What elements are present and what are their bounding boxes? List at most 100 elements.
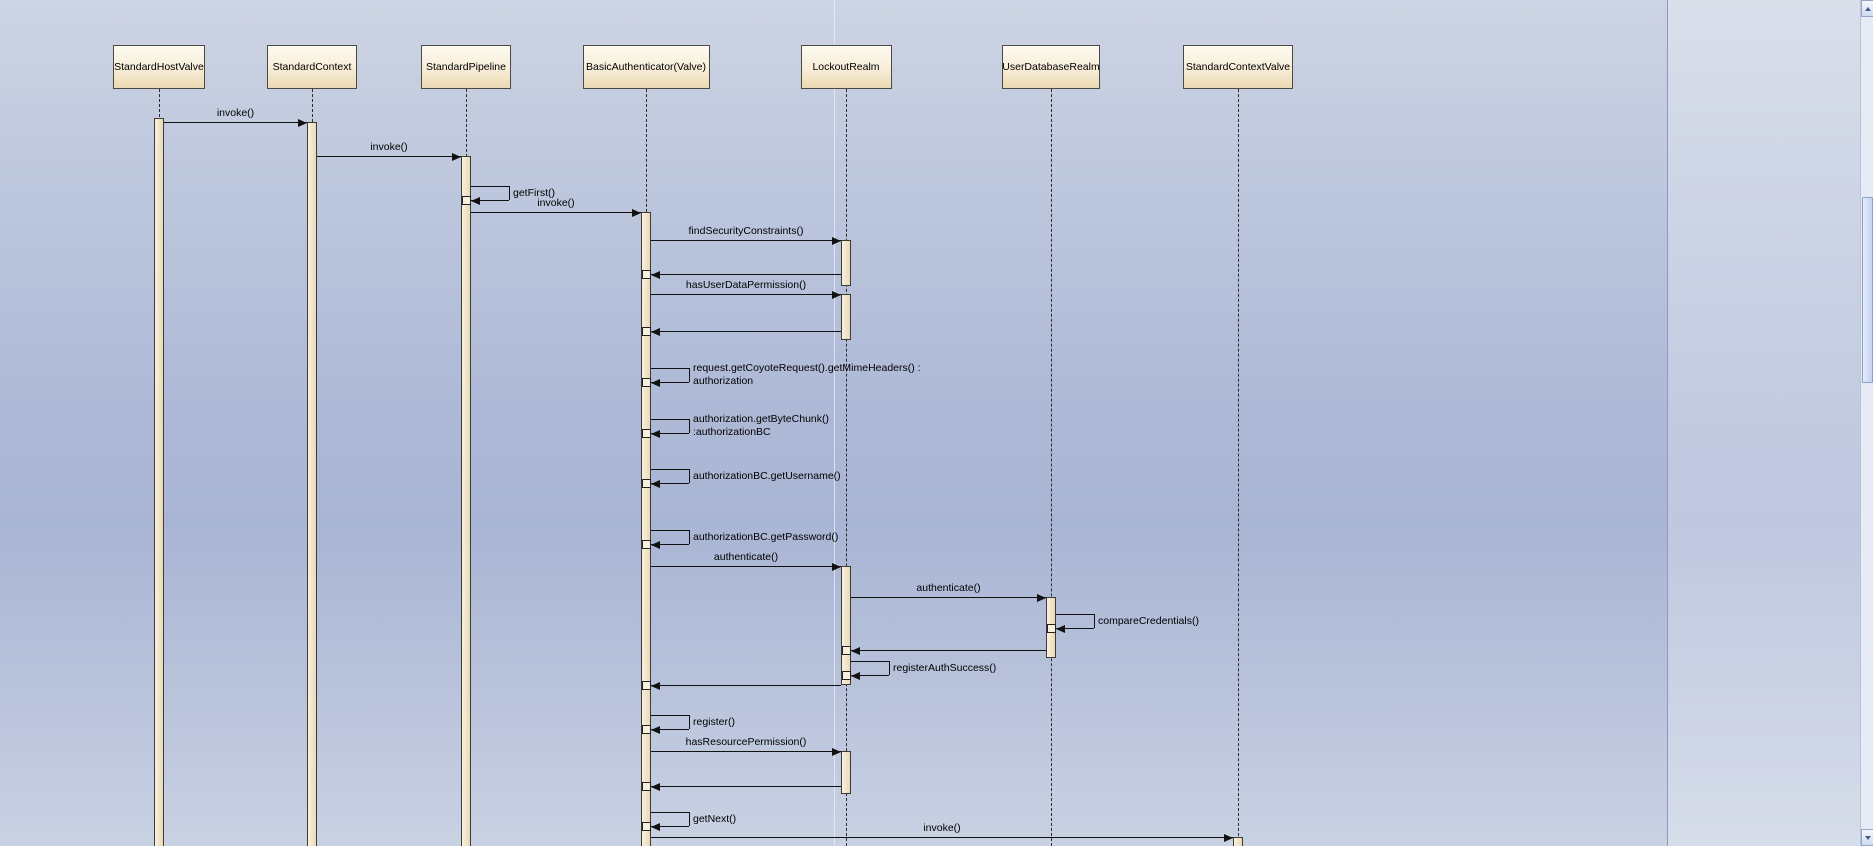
return-message-line[interactable] <box>651 274 841 275</box>
self-call-top-line[interactable] <box>471 186 509 187</box>
call-arrowhead-icon <box>298 118 307 127</box>
call-message-label[interactable]: authenticate() <box>713 551 779 563</box>
call-message-line[interactable] <box>164 122 307 123</box>
scroll-down-button[interactable] <box>1861 829 1873 846</box>
activation-bar[interactable] <box>841 751 851 794</box>
self-call-vertical-line <box>1094 614 1095 628</box>
call-message-line[interactable] <box>851 597 1046 598</box>
activation-bar[interactable] <box>1233 837 1243 846</box>
return-message-line[interactable] <box>651 685 841 686</box>
self-call-vertical-line <box>509 186 510 200</box>
lifeline-standard-context-valve[interactable] <box>1238 89 1239 846</box>
return-message-line[interactable] <box>651 786 841 787</box>
self-call-top-line[interactable] <box>651 715 689 716</box>
call-arrowhead-icon <box>632 208 641 217</box>
lifeline-head-basic-authenticator[interactable]: BasicAuthenticator(Valve) <box>582 45 710 89</box>
call-message-line[interactable] <box>651 294 841 295</box>
activation-bar[interactable] <box>307 122 317 846</box>
self-call-label[interactable]: getNext() <box>693 812 737 825</box>
self-call-label[interactable]: authorization.getByteChunk():authorizati… <box>693 413 829 438</box>
lifeline-head-user-database-realm[interactable]: UserDatabaseRealm <box>1002 45 1100 89</box>
call-message-label[interactable]: findSecurityConstraints() <box>688 225 804 237</box>
self-call-marker <box>641 377 651 387</box>
call-message-label[interactable]: hasResourcePermission() <box>685 736 807 748</box>
call-arrowhead-icon <box>1224 833 1233 842</box>
self-call-top-line[interactable] <box>651 530 689 531</box>
self-call-top-line[interactable] <box>851 661 889 662</box>
self-call-return-line <box>651 544 689 545</box>
return-marker <box>641 781 651 791</box>
activation-bar[interactable] <box>841 294 851 340</box>
self-call-return-line <box>651 433 689 434</box>
call-message-label[interactable]: hasUserDataPermission() <box>685 279 807 291</box>
call-message-line[interactable] <box>651 240 841 241</box>
lifeline-head-standard-context[interactable]: StandardContext <box>267 45 357 89</box>
self-call-label[interactable]: authorizationBC.getUsername() <box>693 469 841 482</box>
self-call-marker <box>1046 623 1056 633</box>
self-call-label[interactable]: compareCredentials() <box>1098 614 1199 627</box>
call-message-label[interactable]: invoke() <box>537 197 575 209</box>
lifeline-head-standard-context-valve[interactable]: StandardContextValve <box>1183 45 1293 89</box>
call-arrowhead-icon <box>452 152 461 161</box>
return-message-line[interactable] <box>651 331 841 332</box>
call-message-line[interactable] <box>651 837 1233 838</box>
call-message-line[interactable] <box>317 156 461 157</box>
self-call-arrowhead-icon <box>851 671 860 680</box>
lifeline-head-standard-host-valve[interactable]: StandardHostValve <box>113 45 205 89</box>
return-arrowhead-icon <box>651 270 660 279</box>
lifeline-lockout-realm[interactable] <box>846 89 847 846</box>
scroll-down-arrow-icon <box>1864 835 1871 840</box>
self-call-vertical-line <box>689 368 690 382</box>
self-call-label[interactable]: request.getCoyoteRequest().getMimeHeader… <box>693 362 921 387</box>
self-call-return-line <box>651 483 689 484</box>
page-boundary-line <box>1667 0 1668 846</box>
return-arrowhead-icon <box>851 646 860 655</box>
activation-bar[interactable] <box>461 156 471 846</box>
scrollbar-thumb[interactable] <box>1862 197 1873 383</box>
self-call-top-line[interactable] <box>651 469 689 470</box>
self-call-arrowhead-icon <box>651 479 660 488</box>
self-call-top-line[interactable] <box>1056 614 1094 615</box>
self-call-vertical-line <box>689 715 690 729</box>
call-message-label[interactable]: authenticate() <box>916 582 981 594</box>
return-marker <box>641 326 651 336</box>
call-message-line[interactable] <box>651 751 841 752</box>
call-arrowhead-icon <box>832 747 841 756</box>
self-call-vertical-line <box>689 419 690 433</box>
call-message-line[interactable] <box>471 212 641 213</box>
self-call-arrowhead-icon <box>651 429 660 438</box>
page-margin-area <box>1668 0 1860 846</box>
lifeline-user-database-realm[interactable] <box>1051 89 1052 846</box>
lifeline-head-standard-pipeline[interactable]: StandardPipeline <box>421 45 511 89</box>
self-call-marker <box>641 478 651 488</box>
call-message-line[interactable] <box>651 566 841 567</box>
self-call-arrowhead-icon <box>471 196 480 205</box>
self-call-top-line[interactable] <box>651 812 689 813</box>
self-call-top-line[interactable] <box>651 419 689 420</box>
self-call-arrowhead-icon <box>651 378 660 387</box>
self-call-top-line[interactable] <box>651 368 689 369</box>
self-call-vertical-line <box>689 530 690 544</box>
activation-bar[interactable] <box>841 566 851 685</box>
call-arrowhead-icon <box>1037 593 1046 602</box>
call-message-label[interactable]: invoke() <box>370 141 408 153</box>
lifeline-head-lockout-realm[interactable]: LockoutRealm <box>800 45 892 89</box>
self-call-label[interactable]: authorizationBC.getPassword() <box>693 530 839 543</box>
vertical-scrollbar[interactable] <box>1860 0 1873 846</box>
self-call-arrowhead-icon <box>651 725 660 734</box>
call-message-label[interactable]: invoke() <box>923 822 961 834</box>
self-call-label[interactable]: getFirst() <box>513 186 555 199</box>
activation-bar[interactable] <box>154 118 164 846</box>
self-call-arrowhead-icon <box>651 822 660 831</box>
self-call-label[interactable]: registerAuthSuccess() <box>893 661 997 674</box>
self-call-marker <box>641 539 651 549</box>
self-call-label[interactable]: register() <box>693 715 736 728</box>
activation-bar[interactable] <box>841 240 851 286</box>
scroll-up-arrow-icon <box>1864 6 1871 11</box>
scroll-up-button[interactable] <box>1861 0 1873 17</box>
return-message-line[interactable] <box>851 650 1046 651</box>
call-message-label[interactable]: invoke() <box>216 107 255 119</box>
activation-bar[interactable] <box>641 212 651 846</box>
self-call-vertical-line <box>889 661 890 675</box>
